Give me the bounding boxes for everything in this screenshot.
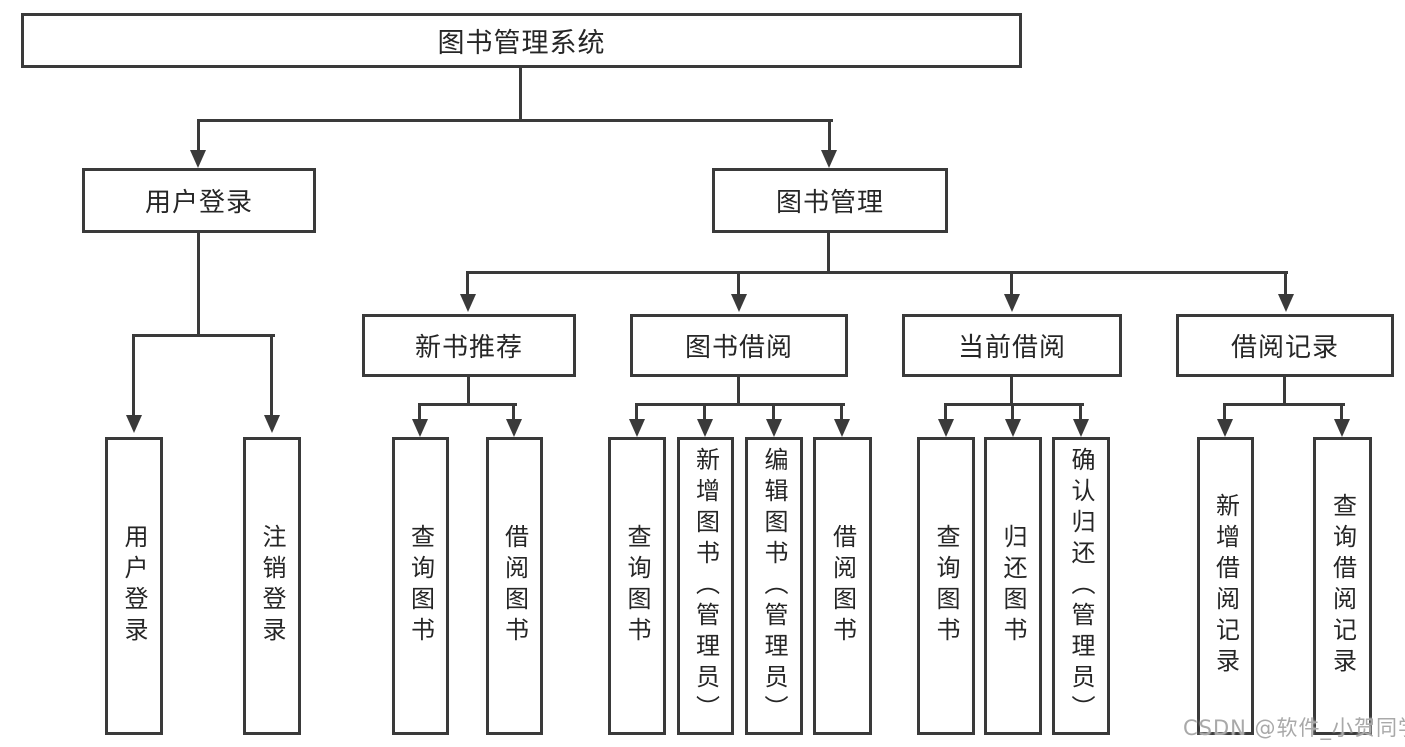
connector-line — [466, 271, 1288, 274]
arrowhead-down-icon — [834, 419, 850, 437]
connector-line — [132, 334, 275, 337]
node-borrow-books-recommend: 借阅图书 — [486, 437, 543, 735]
arrowhead-down-icon — [1004, 294, 1020, 312]
arrowhead-down-icon — [412, 419, 428, 437]
node-query-books-borrowing: 查询图书 — [608, 437, 666, 735]
arrowhead-down-icon — [126, 415, 142, 433]
connector-line — [418, 403, 421, 419]
arrowhead-down-icon — [190, 150, 206, 168]
arrowhead-down-icon — [766, 419, 782, 437]
arrowhead-down-icon — [1073, 419, 1089, 437]
node-borrow-books-leaf: 借阅图书 — [813, 437, 872, 735]
connector-line — [418, 403, 517, 406]
connector-line — [197, 232, 200, 337]
arrowhead-down-icon — [1334, 419, 1350, 437]
node-return-books: 归还图书 — [984, 437, 1042, 735]
node-user-login-leaf: 用户登录 — [105, 437, 163, 735]
node-query-books-recommend: 查询图书 — [392, 437, 449, 735]
arrowhead-down-icon — [629, 419, 645, 437]
connector-line — [466, 271, 469, 296]
node-book-borrowing: 图书借阅 — [630, 314, 848, 377]
connector-line — [1010, 377, 1013, 406]
connector-line — [1284, 271, 1287, 296]
arrowhead-down-icon — [1217, 419, 1233, 437]
connector-line — [467, 377, 470, 406]
arrowhead-down-icon — [821, 150, 837, 168]
connector-line — [1079, 403, 1082, 419]
connector-line — [519, 67, 522, 121]
connector-line — [512, 403, 515, 419]
connector-line — [1223, 403, 1345, 406]
connector-line — [944, 403, 947, 419]
connector-line — [827, 232, 830, 273]
arrowhead-down-icon — [1005, 419, 1021, 437]
arrowhead-down-icon — [1278, 294, 1294, 312]
node-book-management: 图书管理 — [712, 168, 948, 233]
connector-line — [840, 403, 843, 419]
connector-line — [1283, 377, 1286, 406]
connector-line — [828, 119, 831, 152]
csdn-watermark: CSDN @软件_小贺同学 — [1183, 716, 1405, 740]
connector-line — [197, 119, 200, 152]
node-logout: 注销登录 — [243, 437, 301, 735]
connector-line — [132, 334, 135, 416]
node-user-login: 用户登录 — [82, 168, 316, 233]
connector-line — [1010, 271, 1013, 296]
node-query-books-current: 查询图书 — [917, 437, 975, 735]
node-add-borrow-record: 新增借阅记录 — [1197, 437, 1254, 735]
arrowhead-down-icon — [938, 419, 954, 437]
node-current-borrowing: 当前借阅 — [902, 314, 1122, 377]
connector-line — [270, 334, 273, 416]
connector-line — [737, 377, 740, 406]
node-edit-books-admin: 编辑图书（管理员） — [745, 437, 803, 735]
node-borrowing-records: 借阅记录 — [1176, 314, 1394, 377]
arrowhead-down-icon — [506, 419, 522, 437]
node-confirm-return-admin: 确认归还（管理员） — [1052, 437, 1110, 735]
arrowhead-down-icon — [697, 419, 713, 437]
connector-line — [944, 403, 1084, 406]
connector-line — [737, 271, 740, 296]
connector-line — [635, 403, 638, 419]
connector-line — [772, 403, 775, 419]
arrowhead-down-icon — [264, 415, 280, 433]
node-library-management-system: 图书管理系统 — [21, 13, 1022, 68]
node-new-book-recommend: 新书推荐 — [362, 314, 576, 377]
node-add-books-admin: 新增图书（管理员） — [677, 437, 734, 735]
arrowhead-down-icon — [731, 294, 747, 312]
node-query-borrow-record: 查询借阅记录 — [1313, 437, 1372, 735]
connector-line — [703, 403, 706, 419]
arrowhead-down-icon — [460, 294, 476, 312]
connector-line — [635, 403, 845, 406]
connector-line — [1223, 403, 1226, 419]
connector-line — [197, 119, 833, 122]
connector-line — [1340, 403, 1343, 419]
connector-line — [1011, 403, 1014, 419]
